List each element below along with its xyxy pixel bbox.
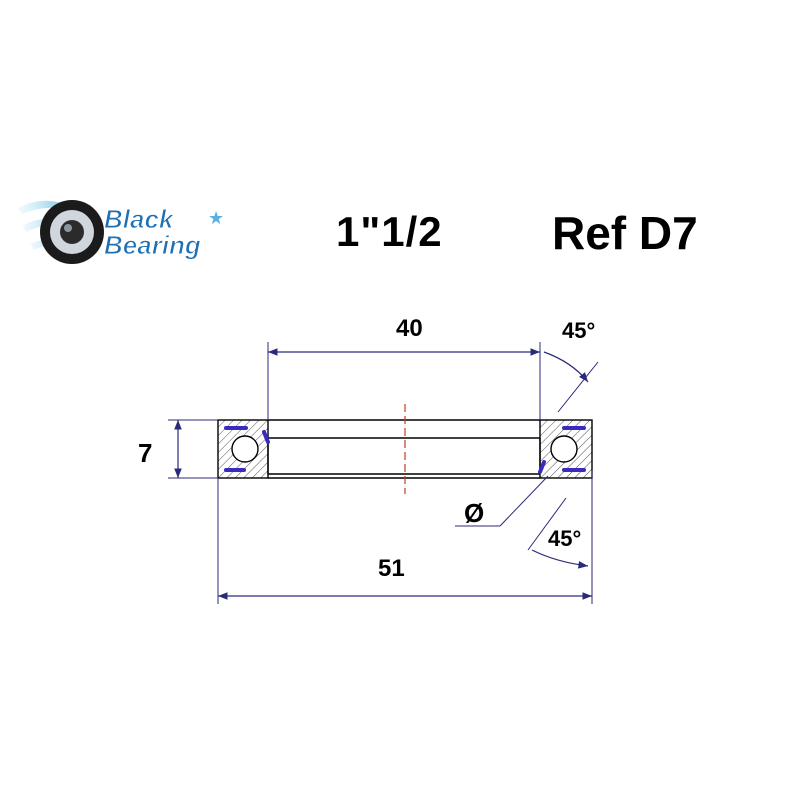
left-ball [231,435,259,463]
size-title: 1"1/2 [336,208,443,255]
bottom-angle-label: 45° [548,526,581,551]
dimension-bottom-angle: 45° [527,497,589,569]
dimension-outer-width: 51 [217,470,593,604]
right-ball [550,435,578,463]
dimension-diameter: Ø [455,475,549,528]
seals [224,426,586,474]
top-angle-label: 45° [562,318,595,343]
height-label: 7 [138,438,152,468]
logo-star-icon: ★ [208,208,224,228]
reference-title: Ref D7 [552,207,698,259]
dimension-inner-width: 40 [267,315,541,420]
outer-width-label: 51 [378,555,405,582]
dimension-height: 7 [138,419,218,479]
black-bearing-logo: Black Bearing ★ [18,200,224,264]
diameter-symbol: Ø [464,498,484,528]
logo-text-line2: Bearing [104,230,201,260]
inner-width-label: 40 [396,315,423,342]
dimension-top-angle: 45° [543,318,599,413]
logo-text-line1: Black [104,204,175,234]
